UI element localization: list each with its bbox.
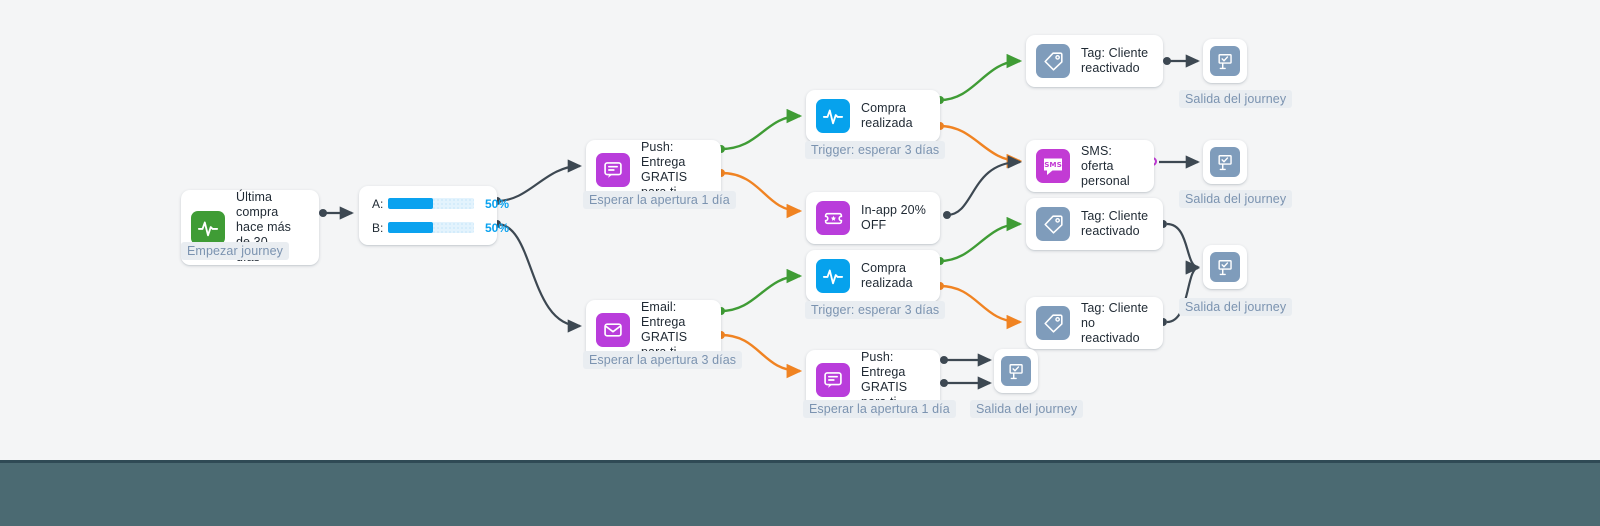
ticket-icon	[816, 201, 850, 235]
node-tag-reactivado-mid[interactable]: Tag: Cliente reactivado	[1026, 198, 1163, 250]
exit-flag-icon	[1001, 356, 1031, 386]
pulse-icon	[191, 210, 225, 245]
node-purchase-top[interactable]: Compra realizada	[806, 90, 940, 142]
edge-split-b-to-email	[496, 222, 582, 333]
pulse-icon	[816, 99, 850, 133]
node-exit-journey-2[interactable]	[1203, 140, 1247, 184]
port-email-success[interactable]	[717, 307, 725, 315]
node-tag-no-reactivado[interactable]: Tag: Cliente no reactivado	[1026, 297, 1163, 349]
caption-exit-1: Salida del journey	[1179, 90, 1293, 108]
port-purchase-bot-fallback[interactable]	[936, 282, 944, 290]
node-email[interactable]: Email: Entrega GRATIS para ti	[586, 300, 721, 360]
node-exit-journey-3[interactable]	[1203, 245, 1247, 289]
port-purchase-top-fallback[interactable]	[936, 122, 944, 130]
node-title: Compra realizada	[861, 261, 913, 290]
port-push-bot-out-a[interactable]	[940, 356, 948, 364]
port-tag-mid-out[interactable]	[1159, 220, 1167, 228]
caption-exit-2: Salida del journey	[1179, 190, 1293, 208]
split-label-a: A:	[372, 196, 384, 211]
node-tag-reactivado-top[interactable]: Tag: Cliente reactivado	[1026, 35, 1163, 87]
svg-text:SMS: SMS	[1044, 160, 1062, 169]
port-email-fallback[interactable]	[717, 331, 725, 339]
caption-email-wait: Esperar la apertura 3 días	[583, 351, 743, 369]
tag-icon	[1036, 306, 1070, 340]
push-icon	[816, 363, 850, 397]
node-ab-split[interactable]: A: 50% B: 50%	[359, 186, 509, 245]
caption-empezar-journey: Empezar journey	[181, 242, 289, 260]
edge-push-top-to-purchase-top	[720, 108, 803, 151]
caption-push-top-wait: Esperar la apertura 1 día	[583, 191, 736, 209]
port-purchase-top-success[interactable]	[936, 96, 944, 104]
port-push-top-success[interactable]	[717, 145, 725, 153]
caption-purchase-bottom-trigger: Trigger: esperar 3 días	[805, 301, 946, 319]
port-split-b-out[interactable]	[493, 220, 501, 228]
exit-flag-icon	[1210, 252, 1240, 282]
push-icon	[596, 153, 630, 187]
caption-exit-4: Salida del journey	[970, 400, 1084, 418]
node-title: In-app 20% OFF	[861, 203, 926, 232]
edge-tag-mid-to-exit	[1166, 222, 1200, 274]
split-row-b[interactable]: B: 50%	[372, 219, 509, 236]
node-push-top[interactable]: Push: Entrega GRATIS para ti	[586, 140, 721, 200]
node-exit-journey-1[interactable]	[1203, 39, 1247, 83]
caption-exit-3: Salida del journey	[1179, 298, 1293, 316]
edge-split-a-to-push-top	[496, 159, 582, 203]
split-track-a[interactable]	[388, 198, 474, 209]
node-title: Push: Entrega GRATIS para ti	[641, 140, 688, 199]
port-push-bot-out-b[interactable]	[940, 379, 948, 387]
node-title: Tag: Cliente reactivado	[1081, 209, 1149, 238]
node-inapp-offer[interactable]: In-app 20% OFF	[806, 192, 940, 244]
edge-purchase-top-to-tag-top	[939, 53, 1023, 102]
port-tag-top-out[interactable]	[1163, 57, 1171, 65]
node-exit-journey-4[interactable]	[994, 349, 1038, 393]
node-title: Tag: Cliente reactivado	[1081, 46, 1149, 75]
sms-icon: SMS	[1036, 149, 1070, 183]
edge-purchase-top-to-sms	[939, 124, 1023, 169]
edge-email-to-purchase-bot	[720, 268, 803, 313]
caption-push-bottom-wait: Esperar la apertura 1 día	[803, 400, 956, 418]
node-title: SMS: oferta personal	[1081, 143, 1130, 188]
node-title: Compra realizada	[861, 101, 913, 130]
port-tag-bot-out[interactable]	[1159, 318, 1167, 326]
footer-bar	[0, 460, 1600, 526]
split-percent-b: 50%	[485, 220, 510, 235]
port-inapp-out[interactable]	[943, 211, 951, 219]
caption-purchase-top-trigger: Trigger: esperar 3 días	[805, 141, 946, 159]
node-sms-offer[interactable]: SMS SMS: oferta personal	[1026, 140, 1154, 192]
split-percent-a: 50%	[485, 196, 510, 211]
edge-purchase-bot-to-tag-bot	[939, 284, 1023, 330]
node-purchase-bottom[interactable]: Compra realizada	[806, 250, 940, 302]
email-icon	[596, 313, 630, 347]
exit-flag-icon	[1210, 147, 1240, 177]
tag-icon	[1036, 44, 1070, 78]
port-purchase-bot-success[interactable]	[936, 257, 944, 265]
port-split-a-out[interactable]	[493, 197, 501, 205]
exit-flag-icon	[1210, 46, 1240, 76]
edge-purchase-bot-to-tag-mid	[939, 216, 1023, 263]
split-row-a[interactable]: A: 50%	[372, 195, 509, 212]
split-label-b: B:	[372, 220, 384, 235]
journey-canvas[interactable]: Última compra hace más de 30 días Empeza…	[0, 0, 1600, 460]
pulse-icon	[816, 259, 850, 293]
split-track-b[interactable]	[388, 222, 474, 233]
port-push-top-fallback[interactable]	[717, 169, 725, 177]
tag-icon	[1036, 207, 1070, 241]
node-title: Tag: Cliente no reactivado	[1081, 300, 1149, 345]
edge-inapp-to-sms	[946, 155, 1022, 217]
port-start-out[interactable]	[319, 209, 327, 217]
